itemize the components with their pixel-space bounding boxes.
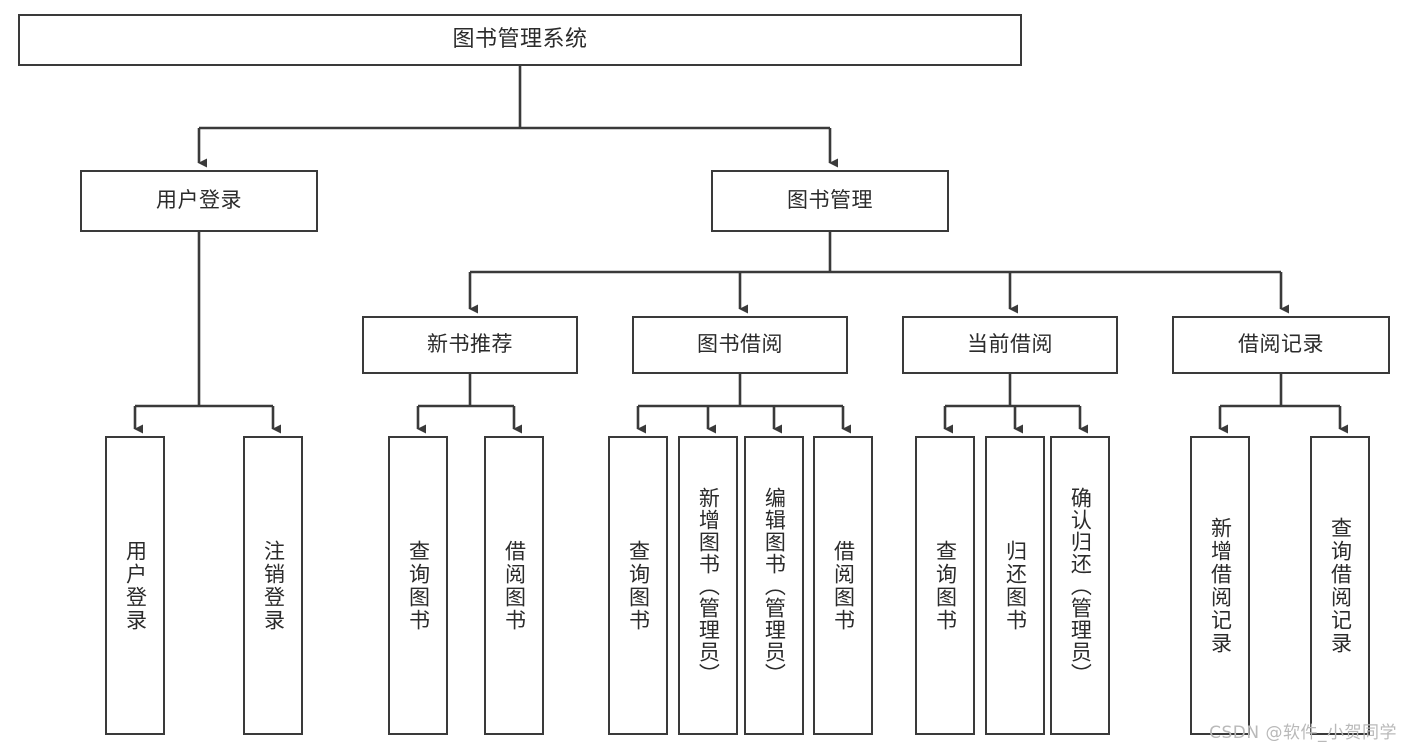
node-book-borrow[interactable]: 图书借阅 bbox=[632, 316, 848, 374]
leaf-logout-label: 注销登录 bbox=[261, 539, 286, 632]
node-current-borrow-label: 当前借阅 bbox=[967, 332, 1053, 357]
node-book-management-label: 图书管理 bbox=[787, 188, 873, 213]
node-root-label: 图书管理系统 bbox=[452, 26, 588, 52]
leaf-borrow-book-nbr[interactable]: 借阅图书 bbox=[484, 436, 544, 735]
leaf-edit-book-admin-label: 编辑图书（管理员） bbox=[762, 486, 787, 685]
leaf-query-book-bb-label: 查询图书 bbox=[626, 539, 651, 632]
leaf-user-login[interactable]: 用户登录 bbox=[105, 436, 165, 735]
node-user-login-label: 用户登录 bbox=[156, 188, 242, 213]
leaf-query-borrow-record[interactable]: 查询借阅记录 bbox=[1310, 436, 1370, 735]
leaf-query-book-cb-label: 查询图书 bbox=[933, 539, 958, 632]
leaf-add-book-admin-label: 新增图书（管理员） bbox=[696, 486, 721, 685]
leaf-user-login-label: 用户登录 bbox=[123, 539, 148, 632]
leaf-confirm-return-admin[interactable]: 确认归还（管理员） bbox=[1050, 436, 1110, 735]
leaf-query-book-nbr-label: 查询图书 bbox=[406, 539, 431, 632]
watermark-text: CSDN @软件_小贺同学 bbox=[1209, 723, 1397, 743]
leaf-borrow-book-nbr-label: 借阅图书 bbox=[502, 539, 527, 632]
node-borrow-record[interactable]: 借阅记录 bbox=[1172, 316, 1390, 374]
node-borrow-record-label: 借阅记录 bbox=[1238, 332, 1324, 357]
leaf-edit-book-admin[interactable]: 编辑图书（管理员） bbox=[744, 436, 804, 735]
leaf-query-book-cb[interactable]: 查询图书 bbox=[915, 436, 975, 735]
leaf-query-book-bb[interactable]: 查询图书 bbox=[608, 436, 668, 735]
node-new-book-recommend-label: 新书推荐 bbox=[427, 332, 513, 357]
leaf-return-book-label: 归还图书 bbox=[1003, 539, 1028, 632]
leaf-query-borrow-record-label: 查询借阅记录 bbox=[1328, 516, 1353, 655]
leaf-confirm-return-admin-label: 确认归还（管理员） bbox=[1068, 486, 1093, 685]
leaf-add-borrow-record[interactable]: 新增借阅记录 bbox=[1190, 436, 1250, 735]
node-user-login[interactable]: 用户登录 bbox=[80, 170, 318, 232]
node-book-management[interactable]: 图书管理 bbox=[711, 170, 949, 232]
node-current-borrow[interactable]: 当前借阅 bbox=[902, 316, 1118, 374]
node-root[interactable]: 图书管理系统 bbox=[18, 14, 1022, 66]
leaf-borrow-book-bb-label: 借阅图书 bbox=[831, 539, 856, 632]
leaf-add-book-admin[interactable]: 新增图书（管理员） bbox=[678, 436, 738, 735]
leaf-logout[interactable]: 注销登录 bbox=[243, 436, 303, 735]
leaf-query-book-nbr[interactable]: 查询图书 bbox=[388, 436, 448, 735]
leaf-borrow-book-bb[interactable]: 借阅图书 bbox=[813, 436, 873, 735]
node-new-book-recommend[interactable]: 新书推荐 bbox=[362, 316, 578, 374]
leaf-return-book[interactable]: 归还图书 bbox=[985, 436, 1045, 735]
leaf-add-borrow-record-label: 新增借阅记录 bbox=[1208, 516, 1233, 655]
node-book-borrow-label: 图书借阅 bbox=[697, 332, 783, 357]
